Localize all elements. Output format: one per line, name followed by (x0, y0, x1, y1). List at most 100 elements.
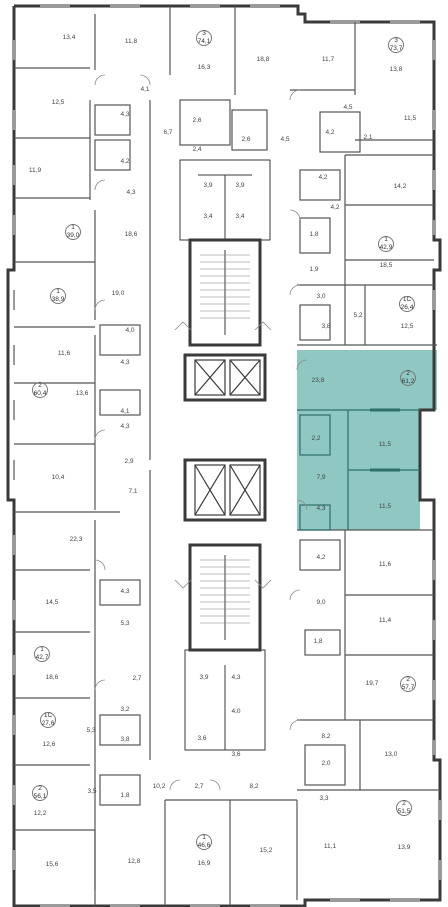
total-area: 39,0 (66, 231, 80, 239)
apartment-label-a9[interactable]: 1 42,7 (36, 646, 49, 661)
rooms-count: 2 (406, 370, 410, 377)
apartment-marker-a4 (378, 236, 394, 252)
apartment-label-a5[interactable]: 1 38,9 (51, 288, 65, 303)
apartment-label-a10[interactable]: 2 57,7 (402, 676, 415, 691)
total-area: 38,9 (51, 295, 65, 303)
apartment-label-a3[interactable]: 1 39,0 (66, 224, 80, 239)
room-area: 2,7 (194, 782, 204, 790)
room-area: 8,2 (249, 782, 259, 790)
room-area: 3,4 (235, 212, 245, 220)
room-area: 22,3 (69, 535, 83, 543)
room-area: 5,3 (86, 726, 96, 734)
room-area: 18,8 (256, 55, 270, 63)
room-area: 11,4 (378, 616, 392, 624)
room-area: 11,7 (321, 55, 335, 63)
apartment-label-a2[interactable]: 3 73,7 (390, 37, 403, 52)
apartment-label-a13[interactable]: 1 46,6 (197, 834, 211, 849)
rooms-count: 2 (402, 800, 406, 807)
room-area: 3,0 (316, 292, 326, 300)
highlighted-apartment-fill[interactable] (297, 350, 437, 530)
rooms-count: 1С (402, 296, 412, 303)
interior-walls (14, 6, 440, 906)
room-area: 16,9 (197, 859, 211, 867)
room-area: 3,9 (203, 181, 213, 189)
total-area: 51,5 (397, 807, 411, 815)
apartment-marker-a6 (399, 296, 415, 312)
room-area: 3,5 (87, 787, 97, 795)
room-area: 11,5 (378, 440, 392, 448)
room-area: 19,7 (365, 679, 379, 687)
room-area: 3,4 (203, 212, 213, 220)
rooms-count: 1С (43, 712, 53, 719)
room-area: 2,4 (192, 145, 202, 153)
apartment-label-a8[interactable]: 2 61,2 (401, 370, 415, 385)
stair-treads (200, 254, 250, 624)
room-area: 4,2 (120, 157, 130, 165)
room-area: 14,5 (45, 598, 59, 606)
total-area: 26,4 (400, 303, 414, 311)
room-area: 3,8 (120, 735, 130, 743)
room-area: 1,8 (313, 637, 323, 645)
room-area: 1,8 (120, 791, 130, 799)
room-area: 12,6 (42, 740, 56, 748)
apartment-label-a11[interactable]: 1С 27,6 (42, 712, 55, 727)
building-core (179, 159, 271, 751)
apartment-marker-a7 (32, 382, 48, 398)
room-area: 4,2 (316, 553, 326, 561)
room-area: 18,6 (124, 230, 138, 238)
room-area: 4,0 (125, 326, 135, 334)
rooms-count: 3 (202, 30, 206, 37)
total-area: 61,2 (401, 377, 415, 385)
room-area: 11,5 (403, 114, 417, 122)
apartment-label-a14[interactable]: 2 51,5 (397, 800, 411, 815)
room-area: 2,6 (241, 135, 251, 143)
room-area: 18,5 (379, 261, 393, 269)
room-area: 5,3 (120, 619, 130, 627)
room-area: 23,8 (311, 376, 325, 384)
room-area: 11,8 (124, 37, 138, 45)
total-area: 60,4 (33, 389, 47, 397)
room-area: 4,2 (330, 203, 340, 211)
apartment-marker-a13 (196, 834, 212, 850)
room-area: 11,1 (323, 842, 337, 850)
rooms-count: 1 (202, 834, 206, 841)
apartment-marker-a3 (65, 224, 81, 240)
room-area: 3,8 (321, 322, 331, 330)
room-area: 7,1 (128, 487, 138, 495)
room-area: 18,6 (45, 673, 59, 681)
rooms-count: 2 (406, 676, 410, 683)
room-area: 3,2 (120, 705, 130, 713)
apartment-label-a7[interactable]: 2 60,4 (33, 382, 47, 397)
room-area: 15,6 (45, 860, 59, 868)
room-area: 4,0 (231, 707, 241, 715)
room-area: 4,1 (140, 85, 150, 93)
apartment-label-a6[interactable]: 1С 26,4 (400, 296, 414, 311)
room-area: 1,9 (309, 265, 319, 273)
room-area: 11,5 (378, 502, 392, 510)
room-area: 10,4 (51, 473, 65, 481)
room-area: 4,3 (316, 504, 326, 512)
highlighted-windows (370, 408, 400, 472)
apartment-label-a1[interactable]: 3 74,1 (197, 30, 211, 45)
rooms-count: 3 (394, 37, 398, 44)
apartment-marker-a2 (388, 37, 404, 53)
door-swings (94, 74, 308, 791)
room-area: 15,2 (259, 846, 273, 854)
room-area: 9,0 (316, 598, 326, 606)
room-area: 6,7 (163, 128, 173, 136)
room-area: 2,7 (132, 674, 142, 682)
room-area: 4,5 (343, 103, 353, 111)
apartment-label-a4[interactable]: 1 42,9 (380, 236, 393, 251)
room-area: 12,5 (51, 98, 65, 106)
apartment-label-a12[interactable]: 2 56,1 (34, 785, 47, 800)
room-area: 13,4 (62, 33, 76, 41)
room-area: 3,3 (319, 794, 329, 802)
total-area: 46,6 (197, 841, 211, 849)
room-area: 4,3 (120, 587, 130, 595)
apartment-marker-a10 (400, 676, 416, 692)
room-area: 4,3 (120, 358, 130, 366)
room-area: 2,2 (311, 434, 321, 442)
windows (13, 5, 441, 907)
total-area: 74,1 (197, 37, 211, 45)
room-area: 4,3 (120, 422, 130, 430)
